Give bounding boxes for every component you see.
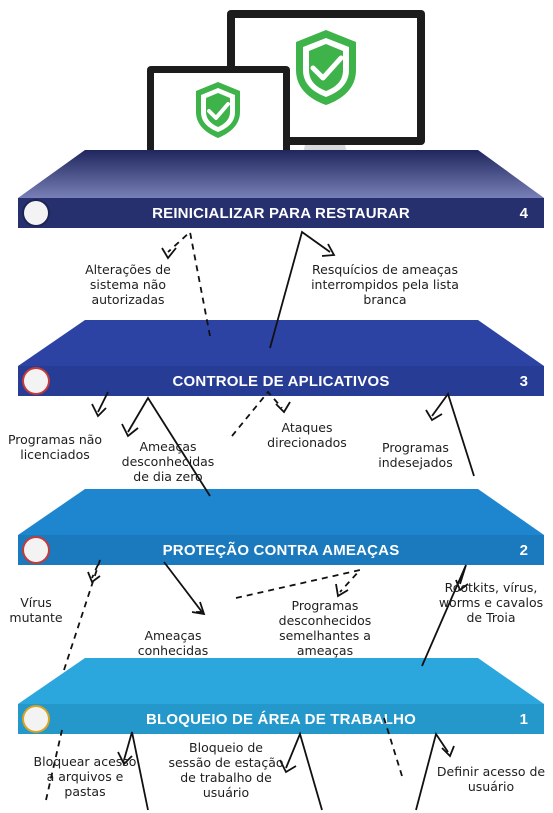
layer-3-band: CONTROLE DE APLICATIVOS 3 [18, 366, 544, 396]
arrow-l1a [45, 729, 63, 801]
arrow-l3c [231, 390, 283, 437]
label-unlicensed-programs: Programas não licenciados [7, 432, 103, 462]
layer-4-title: REINICIALIZAR PARA RESTAURAR [152, 204, 410, 222]
label-remnants-whitelist: Resquícios de ameaças interrompidos pela… [311, 262, 459, 307]
layer-2-band: PROTEÇÃO CONTRA AMEAÇAS 2 [18, 535, 544, 565]
arrow-l4a [167, 230, 211, 337]
layer-2-title: PROTEÇÃO CONTRA AMEAÇAS [162, 541, 400, 559]
label-mutant-virus: Vírus mutante [9, 595, 63, 625]
label-unwanted-programs: Programas indesejados [378, 440, 453, 470]
arrow-l3d [431, 392, 475, 477]
arrow-l3a [97, 391, 109, 413]
arrow-l2a [63, 559, 101, 671]
arrow-l3b [127, 396, 211, 497]
layer-2-number: 2 [519, 541, 528, 559]
arrow-l2c [235, 568, 363, 599]
layer-1-title: BLOQUEIO DE ÁREA DE TRABALHO [145, 710, 417, 728]
monitor-shield-icon [296, 30, 356, 105]
lighthouse-icon [24, 538, 48, 562]
label-user-access: Definir acesso de usuário [436, 764, 546, 794]
layer-4-number: 4 [519, 204, 528, 222]
label-zero-day: Ameaças desconhecidas de dia zero [121, 439, 215, 484]
laptop-shield-icon [196, 82, 240, 138]
label-targeted-attacks: Ataques direcionados [267, 420, 347, 450]
arrow-l1b [285, 731, 323, 811]
arrow-l1c [415, 731, 449, 811]
arrow-l2d [421, 564, 467, 667]
label-session-block: Bloqueio de sessão de estação de trabalh… [168, 740, 284, 800]
arrow-l2b [163, 561, 204, 613]
guard-icon [24, 369, 48, 393]
label-rootkits: Rootkits, vírus, worms e cavalos de Troi… [438, 580, 544, 625]
arrow-l1a-head [123, 731, 149, 811]
label-unknown-similar: Programas desconhecidos semelhantes a am… [278, 598, 372, 658]
layer-1-band: BLOQUEIO DE ÁREA DE TRABALHO 1 [18, 704, 544, 734]
keys-icon [24, 707, 48, 731]
sheep-icon [24, 201, 48, 225]
arrow-l1b-dashed [383, 717, 403, 777]
layer-3-number: 3 [519, 372, 528, 390]
arrow-l4b [269, 230, 331, 349]
layer-3-title: CONTROLE DE APLICATIVOS [172, 372, 390, 390]
label-block-files: Bloquear acesso a arquivos e pastas [33, 754, 137, 799]
label-known-threats: Ameaças conhecidas [137, 628, 209, 658]
label-unauthorized-changes: Alterações de sistema não autorizadas [85, 262, 171, 307]
layer-1-number: 1 [519, 710, 528, 728]
layer-4-band: REINICIALIZAR PARA RESTAURAR 4 [18, 198, 544, 228]
